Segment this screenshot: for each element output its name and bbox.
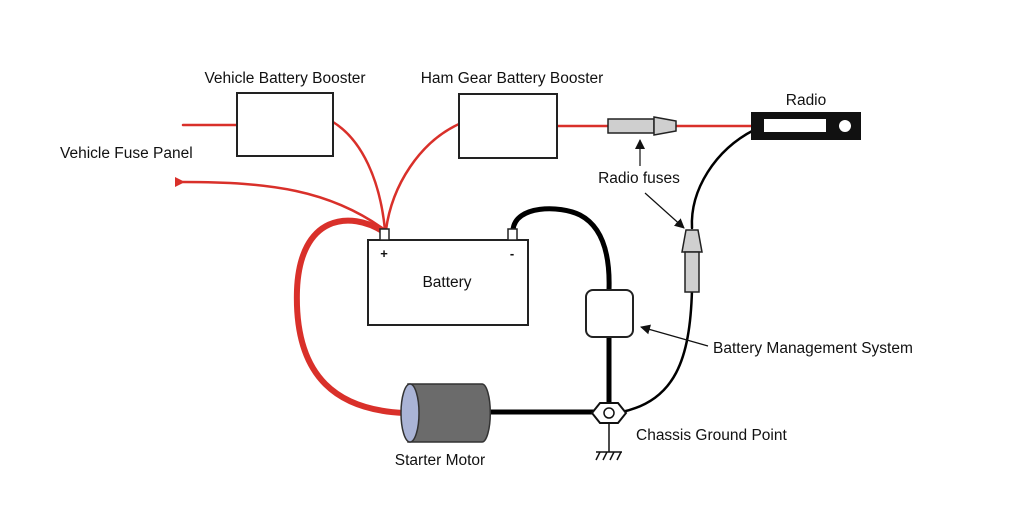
radio-label: Radio <box>786 92 827 109</box>
radio-fuses-pointer-down <box>644 192 685 229</box>
battery-negative-symbol: - <box>510 246 514 261</box>
battery-negative-cable <box>510 206 612 293</box>
fuse-holder <box>684 251 700 293</box>
radio-ground-wire <box>690 128 756 230</box>
radio-ground-wire-lower <box>620 288 694 414</box>
battery-positive-symbol: + <box>380 246 388 261</box>
battery-negative-post <box>507 228 518 241</box>
radio-fuses-label: Radio fuses <box>598 170 680 187</box>
starter-cable <box>293 217 407 416</box>
starter-motor <box>400 383 492 443</box>
radio-display <box>764 119 826 132</box>
battery-body <box>367 239 529 326</box>
chassis-ground-point <box>590 402 628 461</box>
radio-fuse-vertical <box>681 229 703 293</box>
vehicle-battery-booster-box <box>236 92 334 157</box>
ham-gear-battery-booster-box <box>458 93 558 159</box>
motor-body <box>407 383 492 443</box>
ground-wires <box>485 128 756 415</box>
radio-unit <box>751 112 861 140</box>
vehicle-booster-wire <box>331 120 387 232</box>
fuse-panel-wire-lower <box>174 176 387 232</box>
battery-label: Battery <box>422 274 471 291</box>
ham-booster-wire <box>384 122 461 232</box>
bms-pointer <box>640 324 709 347</box>
ham-gear-battery-booster-label: Ham Gear Battery Booster <box>421 70 604 87</box>
vehicle-fuse-panel-label: Vehicle Fuse Panel <box>60 145 193 162</box>
fuse-cap <box>653 116 677 136</box>
vehicle-battery-booster-label: Vehicle Battery Booster <box>204 70 365 87</box>
battery <box>367 228 529 326</box>
battery-positive-post <box>379 228 390 241</box>
ground-symbol-icon <box>595 451 622 461</box>
battery-management-system-label: Battery Management System <box>713 340 913 357</box>
fuse-holder <box>607 118 655 134</box>
radio-fuse-horizontal <box>607 116 677 136</box>
motor-end-cap <box>400 383 420 443</box>
chassis-ground-point-label: Chassis Ground Point <box>636 427 787 444</box>
battery-management-system-box <box>585 289 634 338</box>
radio-knob <box>839 120 851 132</box>
ground-bolt <box>603 407 615 419</box>
starter-motor-label: Starter Motor <box>395 452 485 469</box>
fuse-cap <box>681 229 703 253</box>
